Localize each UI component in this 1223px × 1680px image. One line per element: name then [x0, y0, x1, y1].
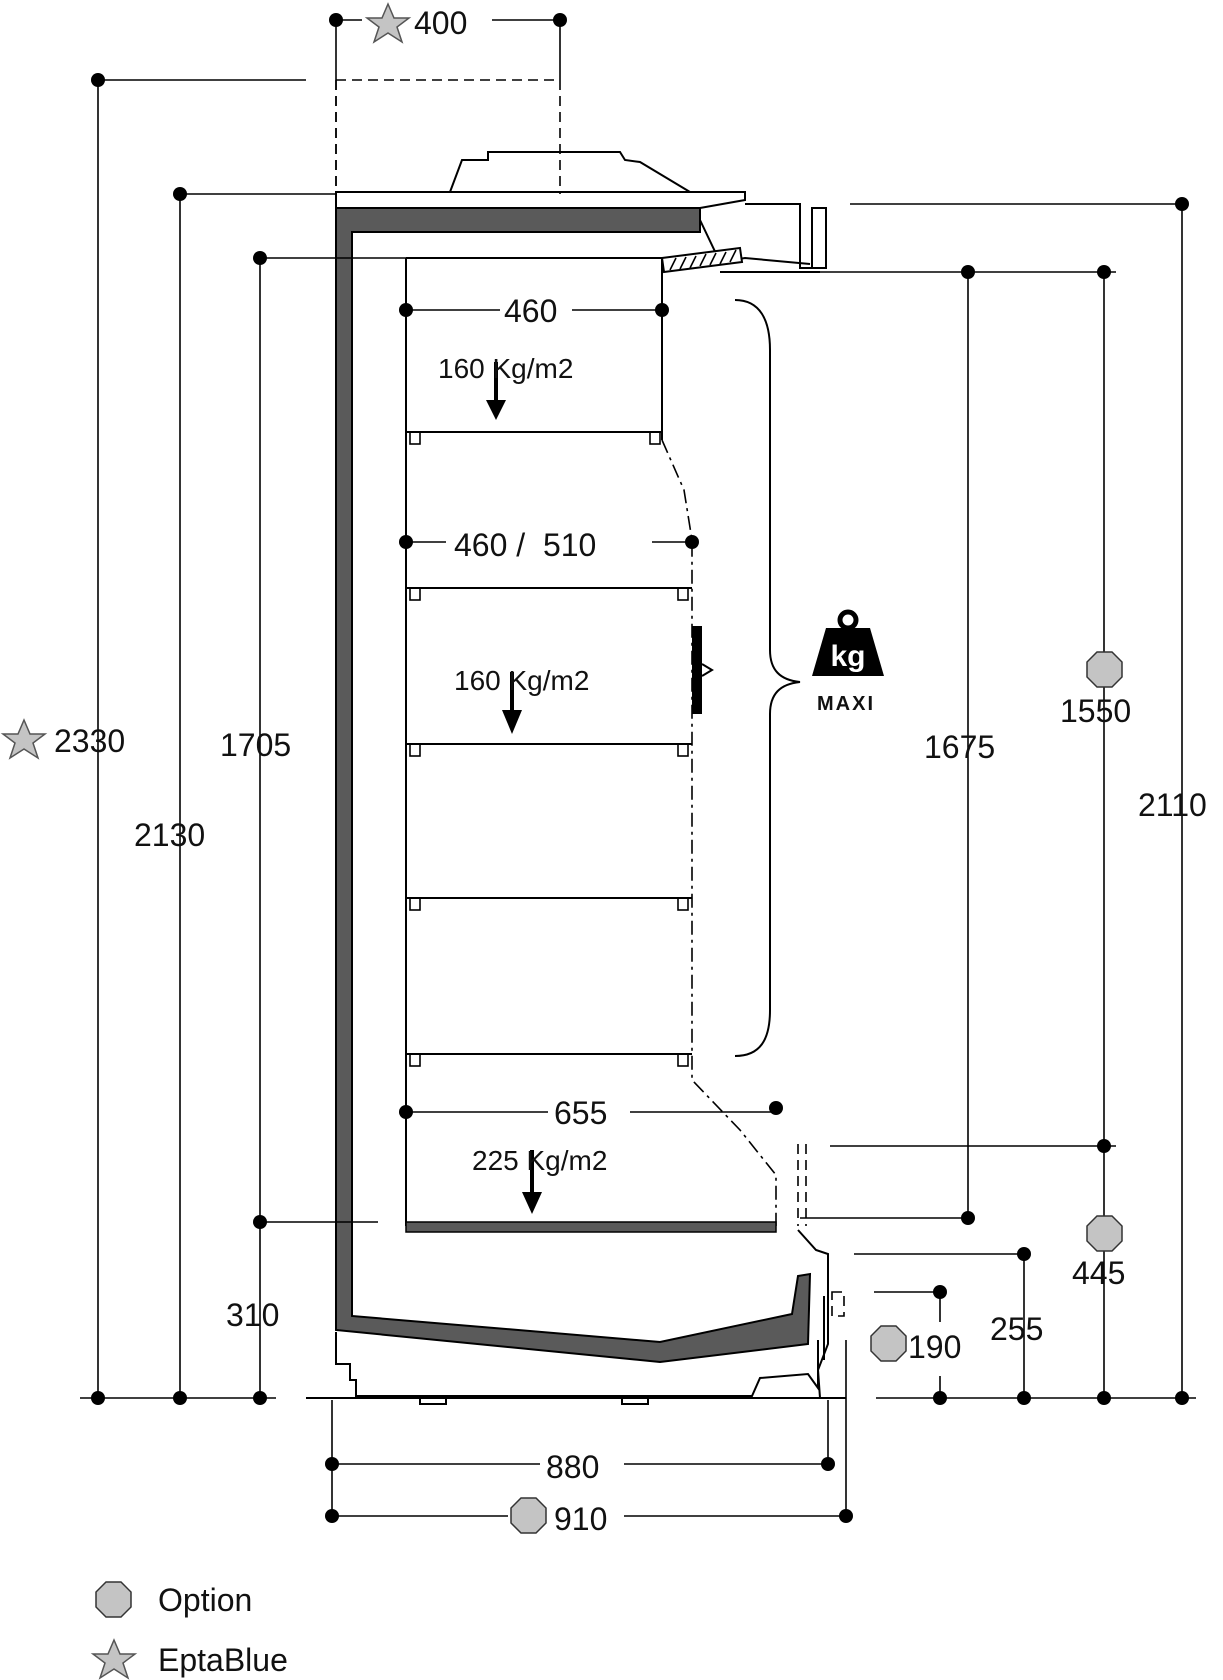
dim-2330: 2330: [54, 723, 125, 759]
shelf-bottom-deck: [405, 1221, 777, 1233]
star-icon: [90, 1638, 138, 1680]
dim-880: 880: [546, 1449, 599, 1485]
price-rail-icon: [692, 626, 714, 714]
dim-shelf-460: 460: [504, 293, 557, 329]
dim-190: 190: [908, 1329, 961, 1365]
star-icon: [364, 2, 412, 44]
dim-2110: 2110: [1138, 787, 1207, 823]
option-circle-icon: [95, 1581, 132, 1618]
legend: Option EptaBlue: [90, 1581, 288, 1680]
dim-655: 655: [554, 1095, 607, 1131]
load-brace: [734, 299, 801, 1057]
load-mid-label: 160 Kg/m2: [454, 665, 589, 696]
legend-option-label: Option: [158, 1582, 252, 1618]
dim-910: 910: [554, 1501, 607, 1537]
option-circle-icon: [1086, 1215, 1123, 1252]
load-top-label: 160 Kg/m2: [438, 353, 573, 384]
dim-1705: 1705: [220, 727, 291, 763]
dim-shelf-460-510: 460 / 510: [454, 527, 596, 563]
load-arrow-top-icon: [486, 362, 506, 420]
option-circle-icon: [870, 1325, 907, 1362]
cabinet-outline: [306, 79, 846, 1405]
dim-310: 310: [226, 1297, 279, 1333]
kg-label: kg: [830, 640, 865, 673]
dim-255: 255: [990, 1311, 1043, 1347]
dim-400: 400: [414, 5, 467, 41]
shelf-5: [406, 1053, 692, 1067]
dim-1675: 1675: [924, 729, 995, 765]
star-icon: [0, 718, 48, 760]
load-arrow-bottom-icon: [522, 1150, 542, 1214]
dim-2130: 2130: [134, 817, 205, 853]
kg-weight-icon: kg: [812, 609, 884, 676]
shelf-1: [406, 431, 662, 445]
maxi-label: MAXI: [817, 693, 875, 715]
option-circle-icon: [1086, 651, 1123, 688]
legend-eptablue-label: EptaBlue: [158, 1642, 288, 1678]
shelf-4: [406, 897, 692, 911]
shelf-2: [406, 587, 692, 601]
dim-1550: 1550: [1060, 693, 1131, 729]
shelves: [405, 431, 777, 1233]
shelf-3: [406, 743, 692, 757]
load-arrow-mid-icon: [502, 672, 522, 734]
dim-445: 445: [1072, 1255, 1125, 1291]
option-circle-icon: [510, 1497, 547, 1534]
dimension-lines: [80, 13, 1196, 1523]
load-bottom-label: 225 Kg/m2: [472, 1145, 607, 1176]
